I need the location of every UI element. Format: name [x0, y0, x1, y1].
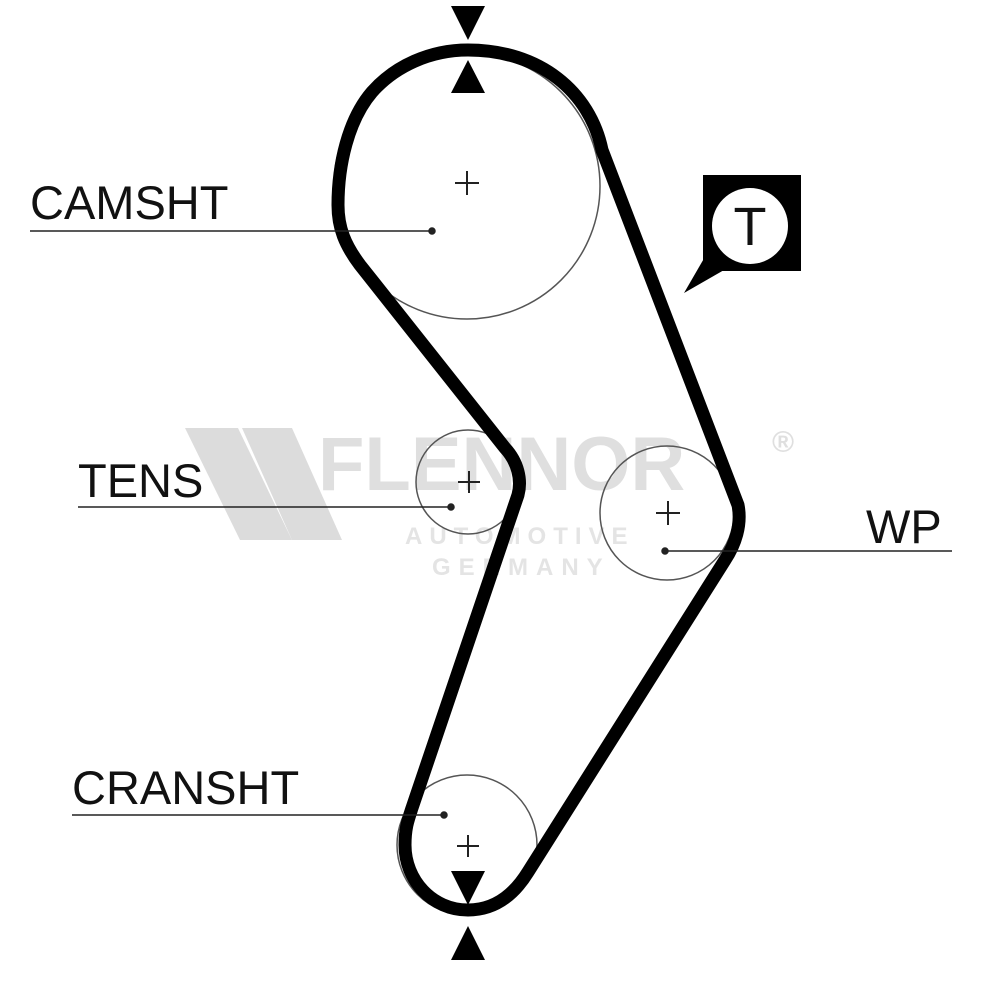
water-pump-leader-dot — [661, 547, 669, 555]
crankshaft-leader-dot — [440, 811, 448, 819]
tension-badge-letter: T — [734, 197, 767, 257]
watermark-registered: ® — [772, 426, 794, 459]
tensioner-label: TENS — [78, 454, 203, 507]
tension-badge: T — [684, 175, 801, 293]
watermark-line2: GERMANY — [432, 554, 611, 581]
camshaft-label: CAMSHT — [30, 176, 228, 229]
timing-belt — [331, 43, 746, 917]
crankshaft-label: CRANSHT — [72, 761, 299, 814]
camshaft-leader-dot — [428, 227, 436, 235]
camshaft-timing-arrow-down — [451, 6, 485, 40]
center-marks — [455, 171, 680, 857]
crankshaft-timing-arrow-down — [451, 871, 485, 905]
timing-marks — [451, 6, 485, 960]
leader-lines — [30, 227, 952, 819]
tension-badge-pointer — [684, 255, 738, 293]
tension-badge-circle — [712, 188, 788, 264]
tensioner-leader-dot — [447, 503, 455, 511]
watermark-line1: AUTOMOTIVE — [405, 523, 635, 550]
watermark: FLENNOR ® AUTOMOTIVE GERMANY — [185, 422, 794, 581]
water-pump-label: WP — [866, 500, 942, 553]
watermark-logo-stripe-1 — [185, 428, 292, 540]
watermark-logo-stripe-2 — [242, 428, 342, 540]
crankshaft-timing-arrow-up — [451, 926, 485, 960]
camshaft-timing-arrow-up — [451, 60, 485, 93]
